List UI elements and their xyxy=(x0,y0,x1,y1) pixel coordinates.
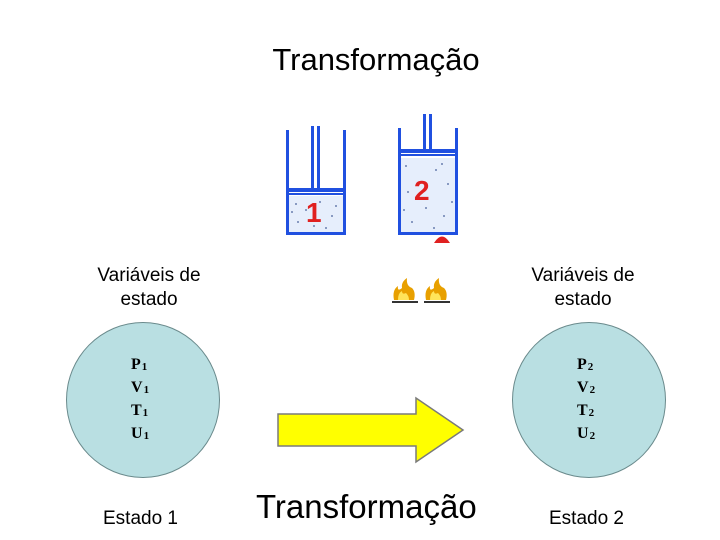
state-1-var-p: P1 xyxy=(131,356,148,373)
page-title: Transformação xyxy=(272,42,480,77)
piston-1-label: 1 xyxy=(306,197,322,228)
state-2-var-u: U2 xyxy=(577,425,596,442)
state-2-var-p: P2 xyxy=(577,356,594,373)
state-2-label: Estado 2 xyxy=(549,508,624,529)
arrow-right-icon xyxy=(277,396,465,464)
state-2-var-v: V2 xyxy=(577,379,596,396)
left-variables-label: Variáveis de estado xyxy=(97,265,201,310)
state-1-label: Estado 1 xyxy=(103,508,178,529)
state-2-var-t: T2 xyxy=(577,402,595,419)
state-1-circle: P1 V1 T1 U1 xyxy=(66,322,220,478)
state-1-var-u: U1 xyxy=(131,425,150,442)
right-variables-label: Variáveis de estado xyxy=(531,265,635,310)
flame-icon xyxy=(392,278,450,303)
transformation-label: Transformação xyxy=(256,488,477,525)
state-1-var-v: V1 xyxy=(131,379,150,396)
piston-2-label: 2 xyxy=(414,175,430,206)
state-2-circle: P2 V2 T2 U2 xyxy=(512,322,666,478)
piston-cylinder-2-icon xyxy=(398,114,458,243)
state-1-var-t: T1 xyxy=(131,402,149,419)
piston-cylinders-illustration: 1 2 xyxy=(286,114,458,243)
piston-cylinder-1-icon xyxy=(286,126,346,235)
